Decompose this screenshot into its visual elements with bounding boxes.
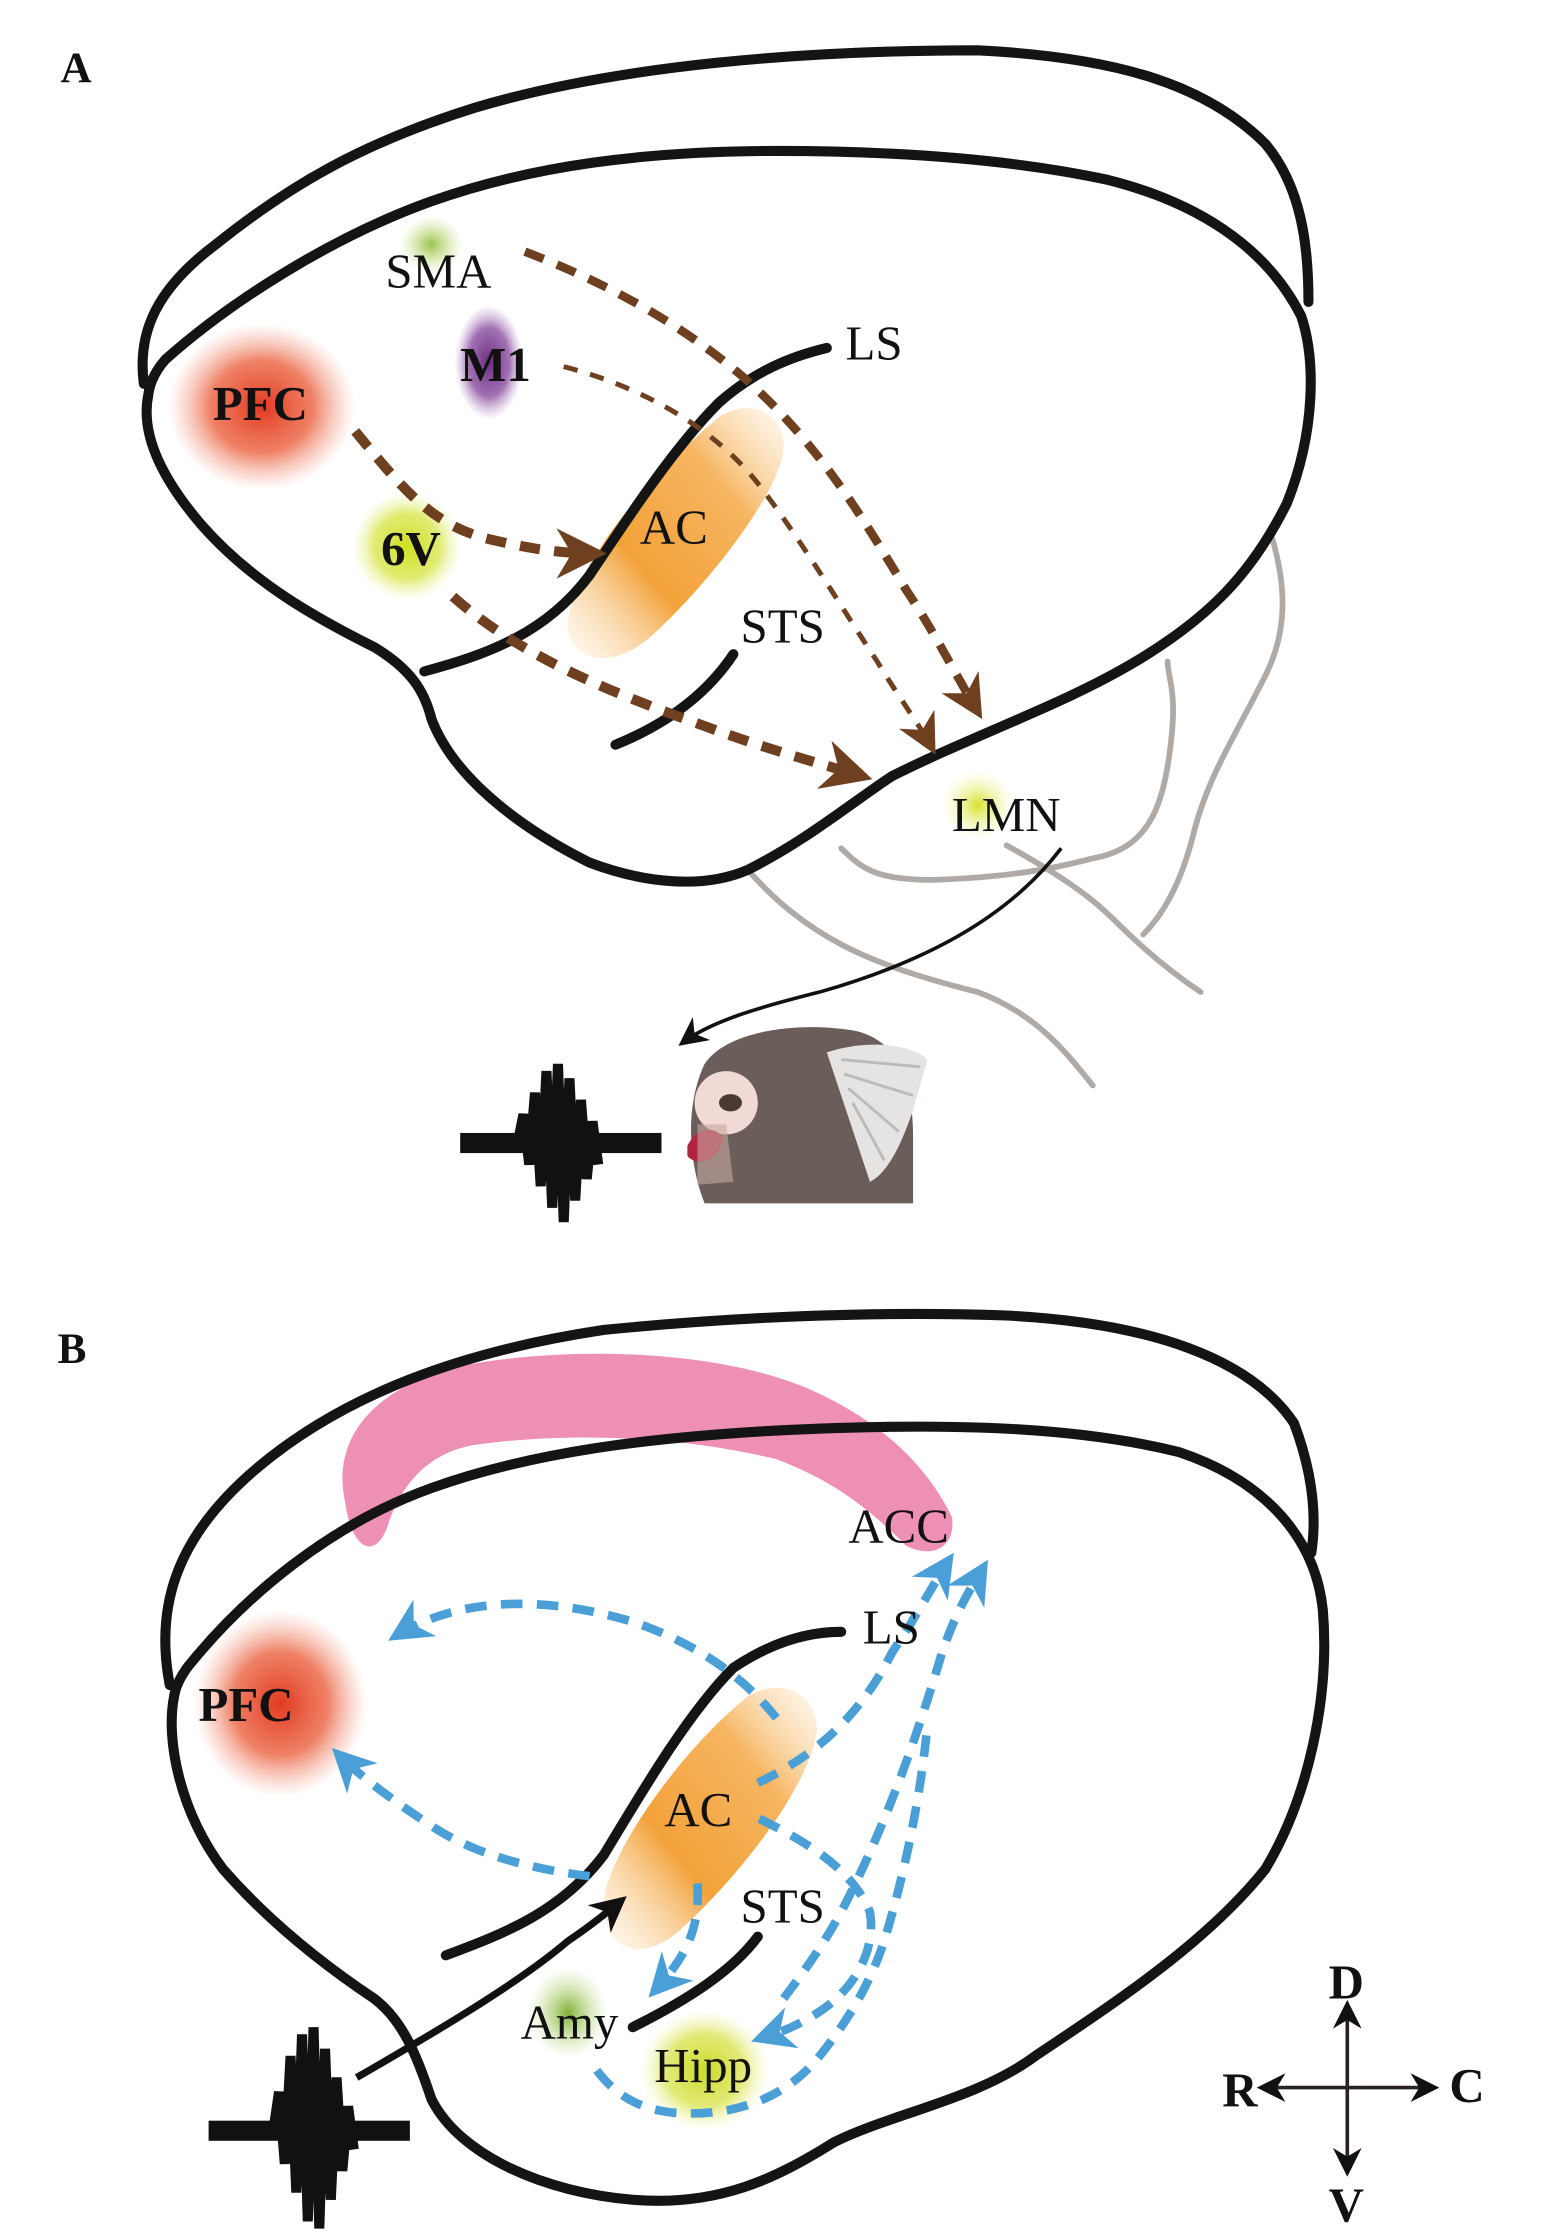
production-pathway-arrows — [351, 247, 983, 789]
label-pfc-b: PFC — [199, 1677, 294, 1732]
label-6v: 6V — [381, 521, 441, 576]
region-m1-blob — [454, 304, 524, 420]
region-pfc-blob — [168, 323, 356, 491]
panel-a: A — [61, 45, 1316, 1223]
marmoset-head-icon — [687, 1027, 928, 1204]
label-acc: ACC — [848, 1499, 949, 1554]
superior-temporal-sulcus-b — [627, 1931, 763, 2033]
label-lmn: LMN — [952, 787, 1061, 842]
panel-b-label: B — [58, 1326, 87, 1373]
label-hipp: Hipp — [654, 2038, 752, 2093]
orientation-compass: D V R C — [1222, 1954, 1484, 2232]
sound-input-arrow — [354, 1896, 627, 2081]
region-hipp-blob — [639, 2009, 770, 2131]
label-ac-b: AC — [664, 1782, 732, 1837]
region-sma-blob — [399, 215, 464, 274]
label-sma: SMA — [385, 244, 491, 299]
superior-temporal-sulcus — [610, 649, 739, 750]
region-ac-blob-b — [603, 1687, 817, 1950]
region-ac-blob — [567, 408, 784, 659]
region-lmn-blob — [941, 770, 1014, 840]
label-ac: AC — [640, 499, 708, 554]
label-amy: Amy — [521, 1995, 619, 2050]
compass-rostral-label: R — [1222, 2062, 1258, 2117]
vocal-output-arrow — [678, 847, 1063, 1046]
neck-outline — [744, 536, 1286, 1089]
compass-dorsal-label: D — [1329, 1954, 1364, 2009]
label-m1: M1 — [460, 337, 531, 392]
panel-a-label: A — [61, 45, 92, 92]
label-sts: STS — [741, 599, 825, 654]
brain-outline-dorsal-b — [160, 1308, 1319, 1691]
lateral-sulcus-b — [440, 1626, 847, 1961]
label-ls-b: LS — [863, 1599, 920, 1654]
sound-waveform-icon — [208, 2027, 410, 2229]
panel-b: B ACC — [58, 1308, 1485, 2232]
brain-outline — [141, 145, 1316, 887]
label-sts-b: STS — [741, 1878, 825, 1933]
region-pfc-blob-b — [194, 1610, 367, 1798]
brain-outline-dorsal — [137, 45, 1314, 389]
region-amy-blob — [527, 1966, 609, 2059]
region-acc-blob — [342, 1353, 953, 1552]
compass-ventral-label: V — [1329, 2177, 1364, 2232]
label-pfc: PFC — [213, 376, 308, 431]
compass-caudal-label: C — [1449, 2058, 1484, 2113]
label-ls: LS — [846, 315, 903, 370]
perception-pathway-arrows — [331, 1552, 988, 2118]
vocalization-waveform-icon — [460, 1063, 662, 1223]
brain-outline-b — [166, 1421, 1330, 2206]
